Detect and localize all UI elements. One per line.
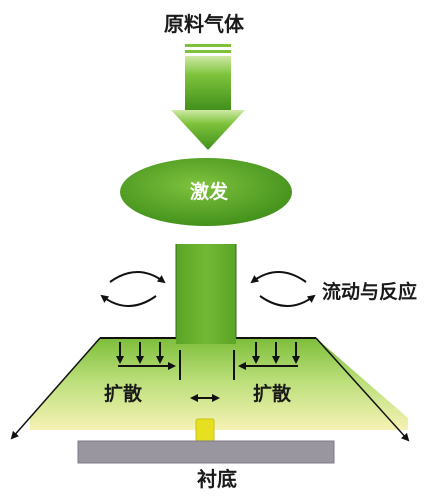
- circular-flow-right-icon: [250, 271, 316, 307]
- diffusion-right-label: 扩散: [253, 383, 292, 405]
- reaction-zone: [30, 244, 408, 430]
- boundary-arrow-left: [10, 337, 101, 440]
- circular-flow-left-icon: [100, 271, 166, 307]
- diffusion-arrows-right-icon: [233, 342, 300, 380]
- diffusion-arrows-left-icon: [116, 342, 181, 380]
- diffusion-left-label: 扩散: [104, 383, 143, 405]
- excitation-label: 激发: [190, 181, 229, 203]
- deposit-block: [195, 418, 215, 442]
- substrate-plate: [77, 440, 335, 464]
- excitation-ellipse: [120, 158, 292, 226]
- substrate-label: 衬底: [197, 467, 237, 491]
- boundary-arrow-right: [315, 337, 410, 442]
- flow-reaction-label: 流动与反应: [322, 281, 418, 303]
- feed-gas-arrow: [171, 44, 245, 150]
- feed-gas-label: 原料气体: [164, 12, 244, 36]
